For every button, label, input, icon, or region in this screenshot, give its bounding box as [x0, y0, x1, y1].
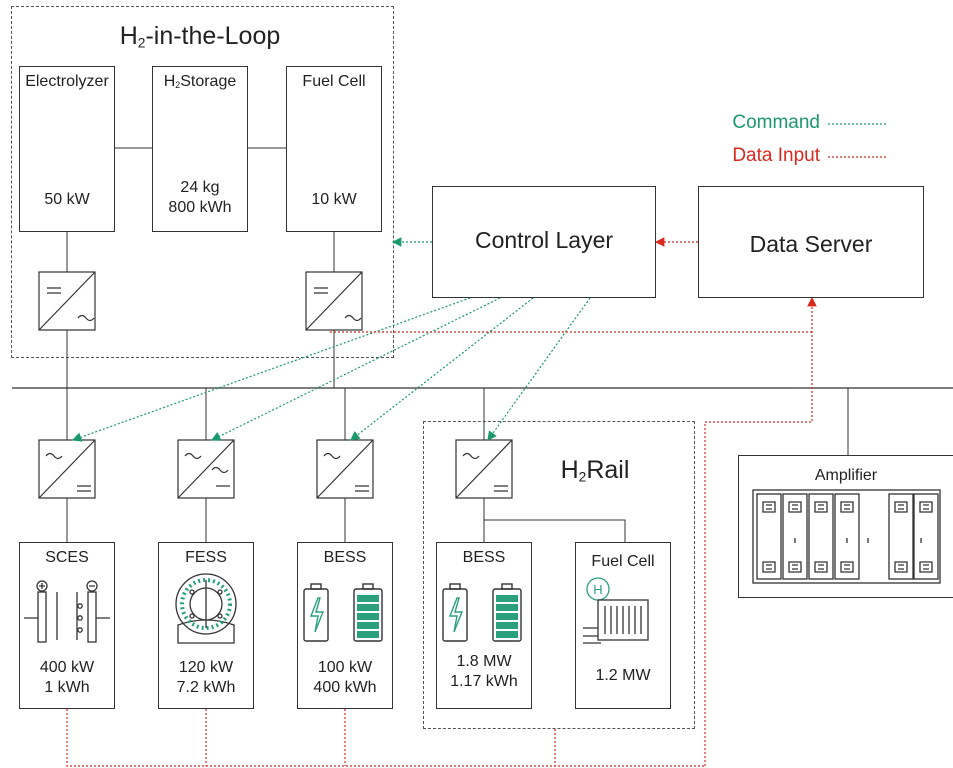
fuel-cell-top-label: Fuel Cell — [302, 73, 366, 90]
rail-fuel-cell-label: Fuel Cell — [591, 553, 655, 570]
fess-block: FESS 120 kW 7.2 kWh — [158, 542, 254, 709]
electrolyzer-block: Electrolyzer 50 kW — [19, 66, 115, 232]
fess-power: 120 kW — [178, 659, 234, 676]
legend-data-input: Data Input — [732, 145, 820, 166]
rail-fuel-cell-power: 1.2 MW — [595, 667, 651, 684]
h2-storage-block: H2Storage 24 kg 800 kWh — [152, 66, 248, 232]
bess-energy: 400 kWh — [313, 679, 377, 696]
fuel-cell-icon: H — [583, 577, 649, 644]
h2rail-group — [423, 421, 695, 729]
legend-command: Command — [732, 112, 820, 133]
h2-in-the-loop-title: H2-in-the-Loop — [119, 22, 281, 51]
data-server-label: Data Server — [749, 231, 873, 257]
bess-block: BESS 100 kW 400 kWh — [297, 542, 393, 709]
h2-storage-energy: 800 kWh — [168, 199, 232, 216]
fess-label: FESS — [185, 549, 227, 566]
fess-energy: 7.2 kWh — [176, 679, 236, 696]
battery-icon — [442, 583, 522, 642]
electrolyzer-label: Electrolyzer — [25, 73, 109, 90]
control-layer-block: Control Layer — [432, 186, 656, 298]
battery-icon — [303, 583, 383, 642]
amplifier-label: Amplifier — [814, 467, 878, 484]
rail-bess-power: 1.8 MW — [456, 653, 512, 670]
supercapacitor-icon — [24, 580, 110, 643]
amplifier-rack-icon — [752, 489, 941, 584]
electrolyzer-power: 50 kW — [44, 191, 90, 208]
h2-storage-label: H2Storage — [163, 73, 237, 91]
bess-power: 100 kW — [317, 659, 373, 676]
data-server-block: Data Server — [698, 186, 924, 298]
h2-in-the-loop-group — [11, 6, 394, 358]
rail-bess-energy: 1.17 kWh — [450, 673, 518, 690]
fuel-cell-top-block: Fuel Cell 10 kW — [286, 66, 382, 232]
sces-label: SCES — [45, 549, 89, 566]
rail-bess-block: BESS 1.8 MW 1.17 kWh — [436, 542, 532, 709]
bess-label: BESS — [323, 549, 367, 566]
sces-energy: 1 kWh — [44, 679, 90, 696]
fuel-cell-top-power: 10 kW — [311, 191, 357, 208]
h2rail-title: H2Rail — [560, 456, 630, 485]
amplifier-block: Amplifier — [738, 455, 953, 598]
svg-text:H: H — [593, 582, 602, 597]
h2-storage-mass: 24 kg — [180, 179, 220, 196]
converter-icon — [38, 271, 513, 499]
control-layer-label: Control Layer — [474, 227, 614, 253]
sces-power: 400 kW — [39, 659, 95, 676]
rail-bess-label: BESS — [462, 549, 506, 566]
rail-fuel-cell-block: Fuel Cell 1.2 MW — [575, 542, 671, 709]
sces-block: SCES 400 kW 1 kWh — [19, 542, 115, 709]
flywheel-icon — [175, 573, 237, 644]
